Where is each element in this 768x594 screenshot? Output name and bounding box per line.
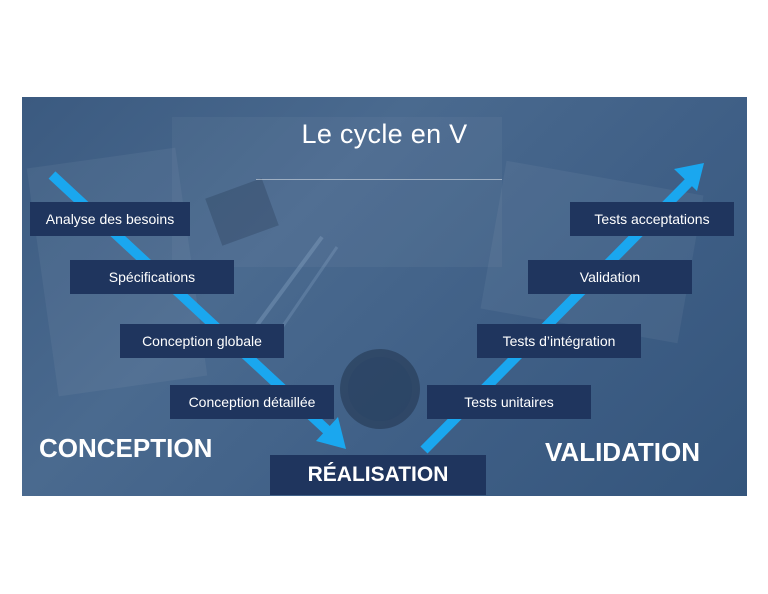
step-tests-acceptations: Tests acceptations: [570, 202, 734, 236]
phase-validation-label: VALIDATION: [545, 437, 701, 467]
step-analyse-des-besoins: Analyse des besoins: [30, 202, 190, 236]
slide: Le cycle en V Analyse des besoins Spécif…: [22, 97, 747, 496]
step-conception-globale: Conception globale: [120, 324, 284, 358]
step-tests-unitaires: Tests unitaires: [427, 385, 591, 419]
title-divider: [256, 179, 502, 180]
realisation-box: RÉALISATION: [270, 455, 486, 495]
step-tests-integration: Tests d’intégration: [477, 324, 641, 358]
step-validation: Validation: [528, 260, 692, 294]
slide-title: Le cycle en V: [301, 119, 468, 149]
phase-conception-label: CONCEPTION: [39, 433, 213, 463]
step-specifications: Spécifications: [70, 260, 234, 294]
step-conception-detaillee: Conception détaillée: [170, 385, 334, 419]
